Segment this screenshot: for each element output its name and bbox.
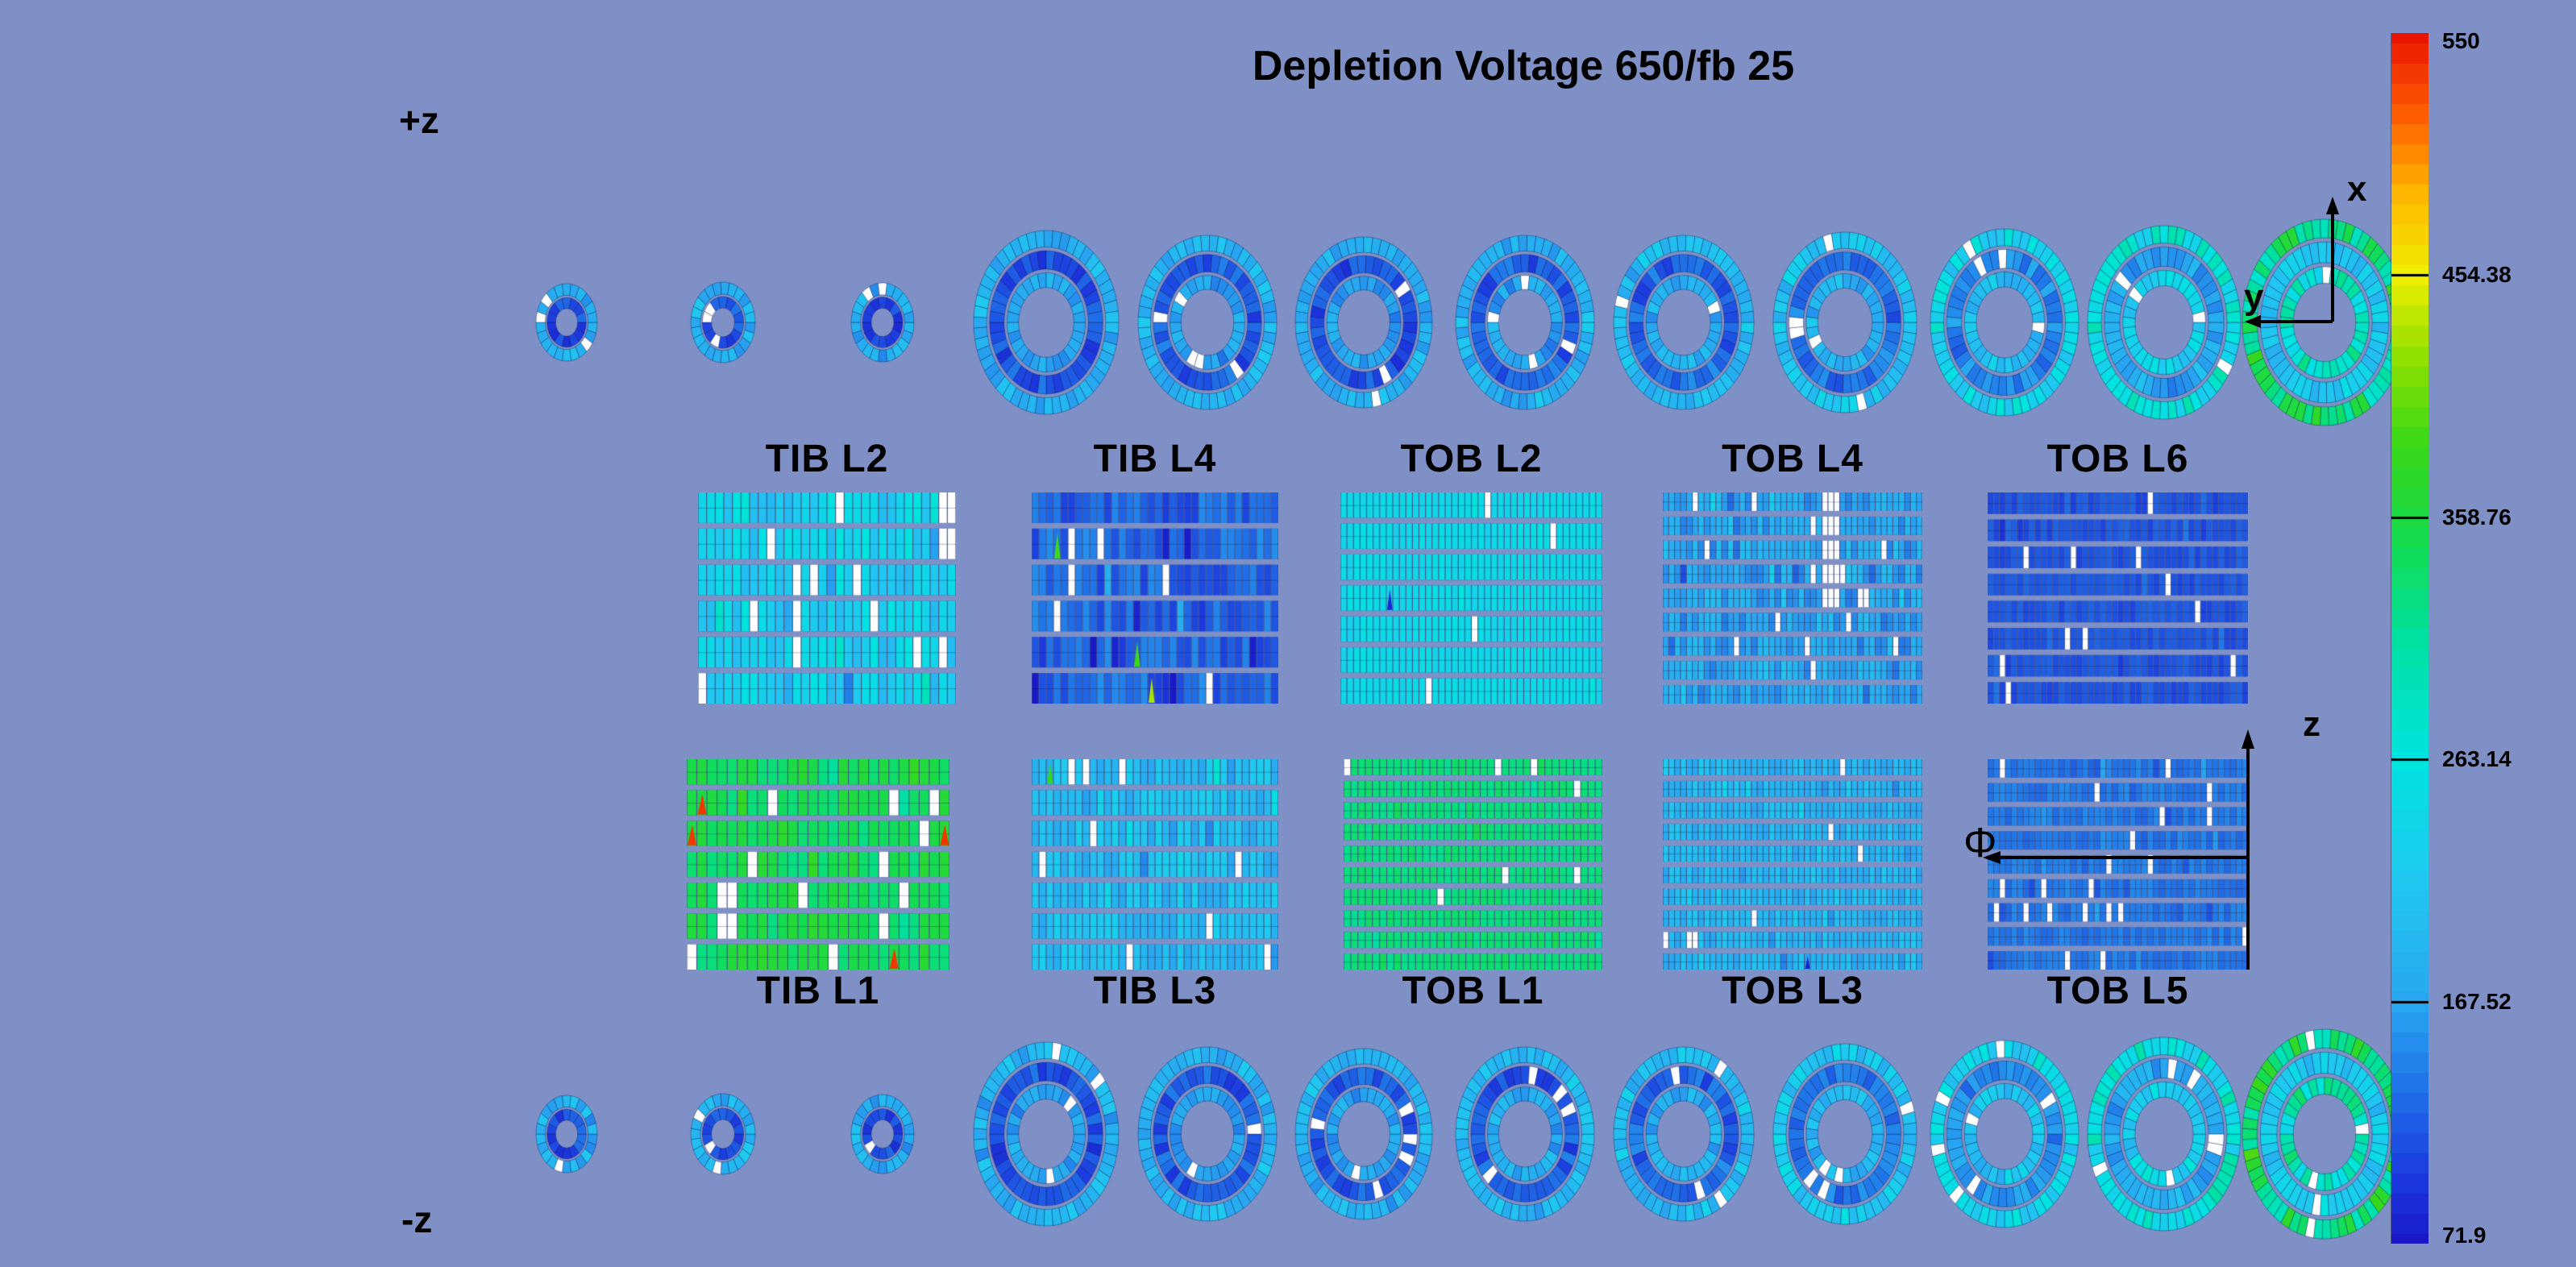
panel-tob-l4 — [1663, 492, 1922, 704]
label-tib-l2: TIB L2 — [765, 438, 889, 480]
panel-tib-l2-canvas — [698, 492, 956, 704]
panel-tob-l2-canvas — [1340, 492, 1602, 704]
panel-tob-l6 — [1988, 492, 2248, 704]
panel-tob-l6-canvas — [1988, 492, 2248, 704]
panel-tob-l3-canvas — [1663, 759, 1922, 970]
colorbar-tick-550: 550 — [2442, 28, 2480, 53]
colorbar-tick-454: 454.38 — [2442, 262, 2512, 287]
xy-axes — [2245, 197, 2339, 328]
label-tib-l3: TIB L3 — [1093, 970, 1217, 1012]
panel-tib-l3 — [1032, 759, 1278, 970]
x-axis-arrowhead — [2326, 197, 2339, 214]
y-axis-label: y — [2244, 277, 2264, 317]
panel-tib-l1 — [687, 759, 949, 970]
label-tib-l1: TIB L1 — [756, 970, 880, 1012]
panel-tob-l5 — [1988, 759, 2248, 970]
label-tob-l5: TOB L5 — [2046, 970, 2189, 1012]
plus-z-label: +z — [399, 99, 439, 141]
label-tob-l4: TOB L4 — [1722, 438, 1863, 480]
endcap-disks-plus-z — [0, 210, 2576, 435]
label-tob-l2: TOB L2 — [1400, 438, 1543, 480]
colorbar-tick-167: 167.52 — [2442, 989, 2512, 1014]
panel-tob-l2 — [1340, 492, 1602, 704]
zphi-axes — [1983, 729, 2254, 970]
label-tib-l4: TIB L4 — [1093, 438, 1217, 480]
label-tob-l6: TOB L6 — [2046, 438, 2189, 480]
phi-axis-arrowhead — [1983, 851, 2001, 864]
z-axis-arrowhead — [2242, 729, 2254, 749]
panel-tob-l1-canvas — [1344, 759, 1602, 970]
phi-axis-label: Φ — [1963, 820, 1997, 866]
page-title: Depletion Voltage 650/fb 25 — [1252, 43, 1795, 89]
panel-tib-l1-canvas — [687, 759, 949, 970]
colorbar-tick-263: 263.14 — [2442, 746, 2512, 771]
panel-tib-l4-canvas — [1032, 492, 1278, 704]
y-axis-arrowhead — [2245, 315, 2261, 328]
panel-tob-l5-canvas — [1988, 759, 2248, 970]
colorbar-tick-71: 71.9 — [2442, 1223, 2487, 1248]
endcap-disks-minus-z — [0, 1017, 2576, 1251]
panel-tob-l4-canvas — [1663, 492, 1922, 704]
panel-tib-l4 — [1032, 492, 1278, 704]
z-axis-label: z — [2303, 704, 2320, 744]
label-tob-l3: TOB L3 — [1722, 970, 1863, 1012]
colorbar-tick-358: 358.76 — [2442, 505, 2512, 530]
colorbar — [2391, 33, 2429, 1244]
label-tob-l1: TOB L1 — [1402, 970, 1544, 1012]
panel-tob-l3 — [1663, 759, 1922, 970]
panel-tib-l2 — [698, 492, 956, 704]
panel-tib-l3-canvas — [1032, 759, 1278, 970]
x-axis-label: x — [2347, 169, 2367, 209]
panel-tob-l1 — [1344, 759, 1602, 970]
